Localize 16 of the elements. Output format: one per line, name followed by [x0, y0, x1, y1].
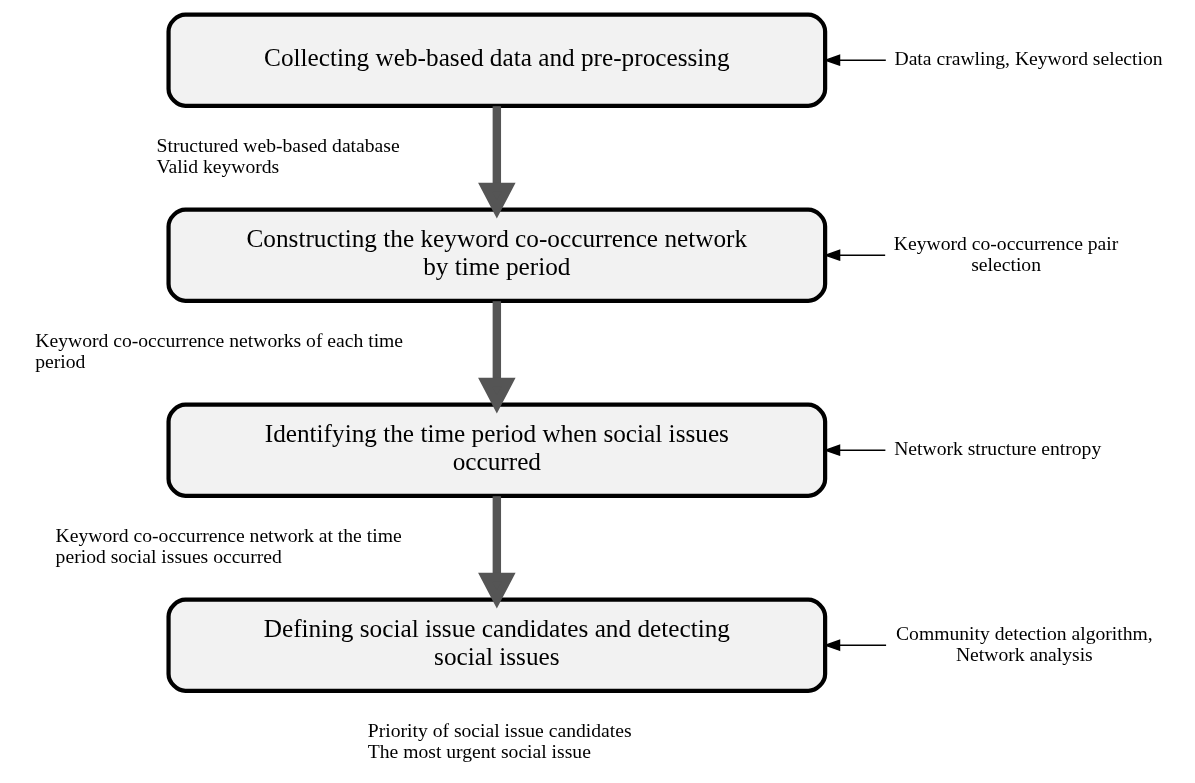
- node-text: Community detection algorithm, Network analysis: [895, 621, 1153, 665]
- node-label: Priority of social issue candidates: [367, 718, 632, 741]
- arrow: [478, 300, 516, 414]
- node-label: Valid keywords: [156, 154, 280, 177]
- node-text: Keyword co-occurrence pair selection: [893, 231, 1119, 275]
- arrow: [478, 105, 516, 219]
- node-box: Collecting web-based data and pre-processing: [166, 12, 828, 108]
- node-label: Keyword co-occurrence network at the time period social issues occurred: [55, 523, 402, 567]
- node-box: Constructing the keyword co-occurrence network by time period: [166, 207, 828, 303]
- node-text: Network structure entropy: [894, 436, 1102, 459]
- node-label: Keyword co-occurrence networks of each time period: [35, 328, 404, 372]
- node-box: Defining social issue candidates and detecting social issues: [166, 597, 828, 693]
- node-text: Data crawling, Keyword selection: [894, 46, 1163, 69]
- node-label: Structured web-based database: [156, 133, 400, 156]
- node-box: Identifying the time period when social issues occurred: [166, 402, 828, 498]
- arrow: [478, 495, 516, 609]
